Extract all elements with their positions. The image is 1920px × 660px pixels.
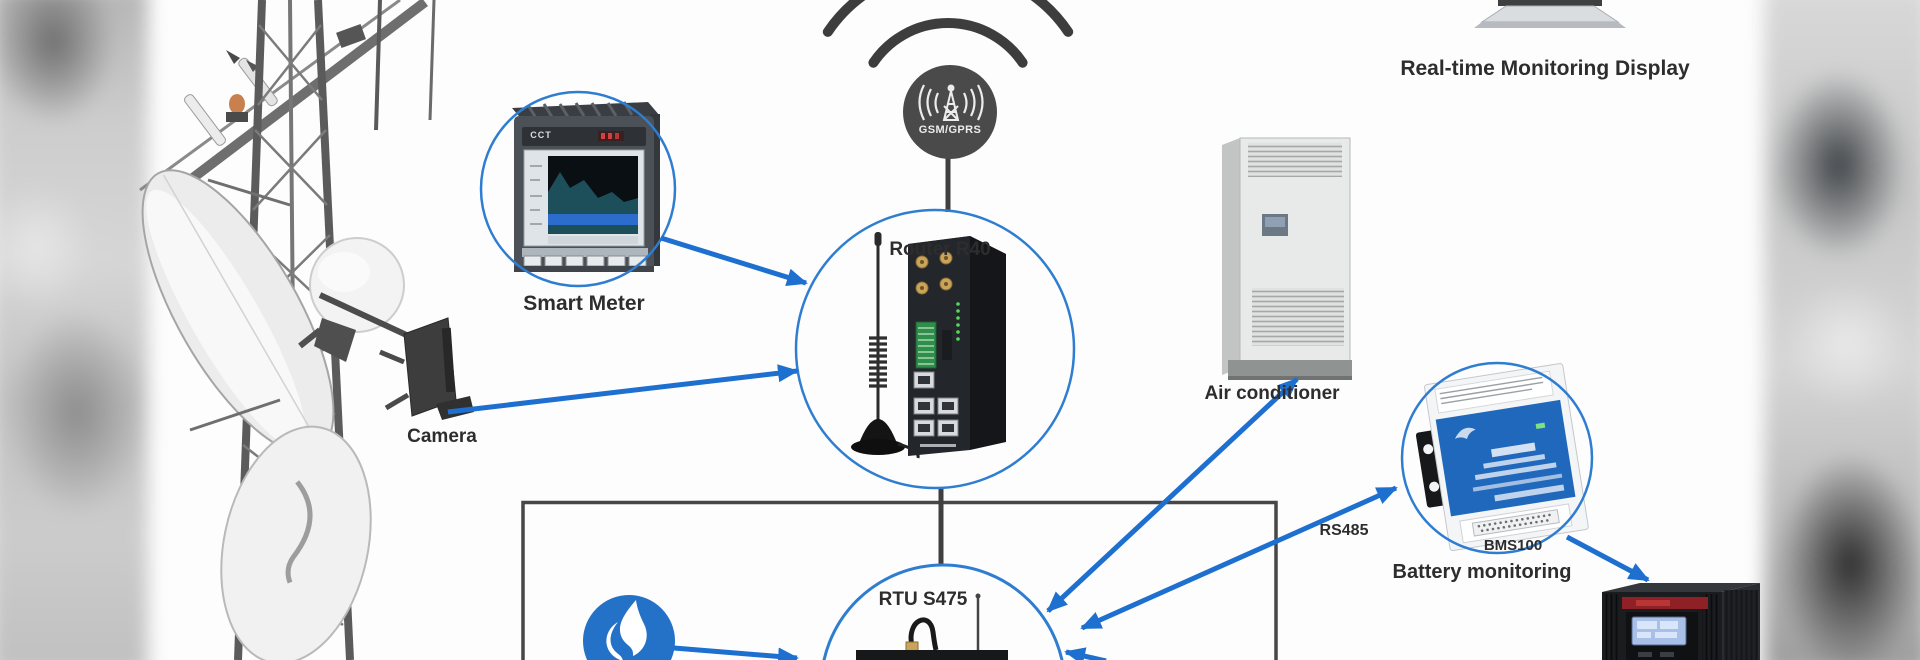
air-conditioner-unit — [1222, 137, 1352, 380]
telecom-tower — [139, 0, 474, 660]
gsm-gprs-label: GSM/GPRS — [918, 124, 982, 136]
rtu-device — [856, 593, 1008, 660]
rtu-circle — [822, 563, 1064, 660]
bms100-circle — [1400, 361, 1594, 555]
bms100-label: BMS100 — [1483, 537, 1543, 554]
bms100-device — [1415, 363, 1589, 552]
arrow-rtu-bms100-rs485 — [1080, 485, 1398, 631]
router-device — [851, 232, 1006, 459]
smart-meter-label: Smart Meter — [523, 292, 645, 315]
gsm-signal-arcs — [822, 0, 1074, 68]
arrow-camera-to-router — [447, 364, 799, 415]
router-label: Router R40 — [889, 239, 991, 260]
camera-device — [379, 317, 474, 420]
monitor-base — [1474, 0, 1626, 28]
arrow-flamesensor-to-rtu — [673, 645, 799, 660]
air-conditioner-label: Air conditioner — [1204, 383, 1340, 404]
arrow-bms100-to-ups — [1565, 534, 1650, 583]
left-blur-letterbox — [0, 0, 148, 660]
flame-sensor-icon — [583, 595, 675, 660]
rtu-label: RTU S475 — [878, 589, 968, 610]
meter-brand-label: CCT — [530, 130, 552, 140]
smart-meter-circle — [479, 90, 677, 288]
arrow-rtu-airconditioner — [1046, 377, 1299, 613]
monitoring-display-label: Real-time Monitoring Display — [1400, 57, 1690, 80]
router-circle — [794, 208, 1076, 490]
ups-device — [1602, 583, 1760, 660]
arrow-ups-to-rtu — [1064, 647, 1107, 660]
right-blur-letterbox — [1764, 0, 1920, 660]
smart-meter-device — [512, 101, 660, 272]
battery-monitoring-label: Battery monitoring — [1392, 561, 1572, 583]
antenna-tower-icon — [918, 84, 984, 121]
gsm-gprs-badge — [903, 65, 997, 159]
arrow-smartmeter-to-router — [660, 235, 808, 286]
camera-label: Camera — [407, 426, 477, 447]
rs485-label: RS485 — [1319, 522, 1369, 539]
